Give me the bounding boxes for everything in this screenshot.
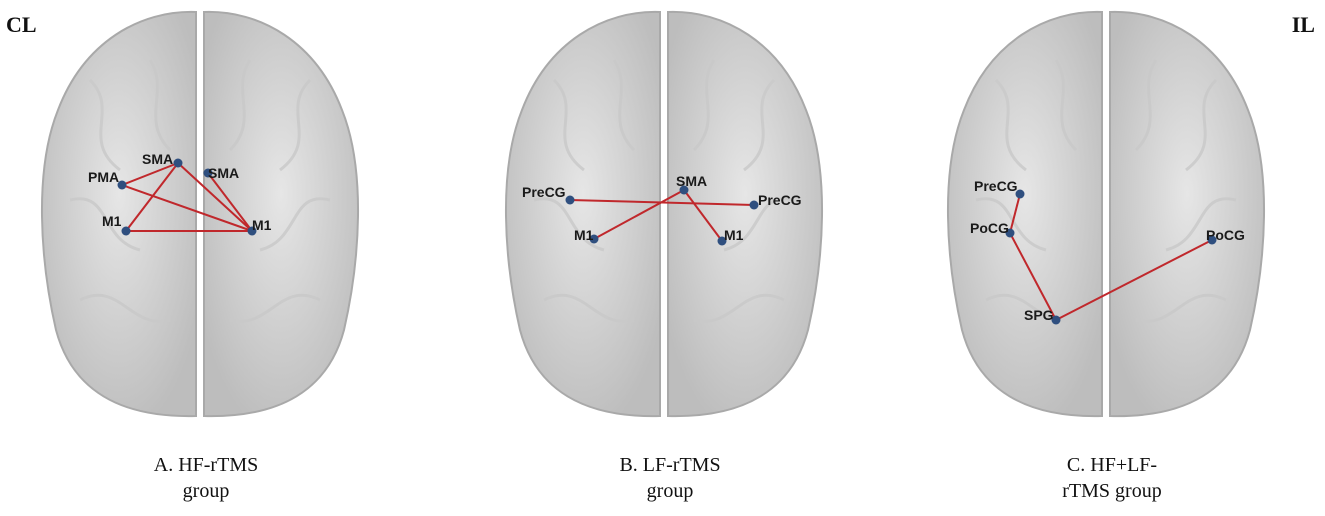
label-precg: PreCG (974, 178, 1018, 194)
label-precg-left: PreCG (522, 184, 566, 200)
node-sma (679, 185, 689, 195)
panel-c: PreCG PoCG PoCG SPG C. HF+LF- rTMS group (906, 0, 1325, 516)
node-m1-left (589, 234, 599, 244)
label-sma: SMA (676, 173, 707, 189)
label-m1-right: M1 (724, 227, 744, 243)
node-sma-right (203, 168, 213, 178)
node-precg-left (565, 195, 575, 205)
edges-a (121, 162, 253, 232)
caption-c-line1: C. HF+LF- (1066, 454, 1158, 476)
caption-c: C. HF+LF- rTMS group (992, 452, 1232, 504)
brain-right-hemisphere (667, 10, 823, 418)
label-spg: SPG (1024, 307, 1054, 323)
node-m1-right (717, 236, 727, 246)
caption-a-line2: group (182, 480, 230, 502)
edges-b (569, 189, 755, 242)
node-pocg-left (1005, 228, 1015, 238)
brain-left-hemisphere (41, 10, 197, 418)
label-precg-right: PreCG (758, 192, 802, 208)
label-pocg-right: PoCG (1206, 227, 1245, 243)
node-sma-left (173, 158, 183, 168)
brain-diagram-a: SMA SMA PMA M1 M1 (41, 10, 359, 418)
node-spg (1051, 315, 1061, 325)
panel-a: SMA SMA PMA M1 M1 A. HF-rTMS group (0, 0, 420, 516)
brain-left-hemisphere (947, 10, 1103, 418)
label-m1-left: M1 (102, 213, 122, 229)
label-m1-right: M1 (252, 217, 272, 233)
panel-b: SMA PreCG PreCG M1 M1 B. LF-rTMS group (464, 0, 884, 516)
brain-diagram-b: SMA PreCG PreCG M1 M1 (505, 10, 823, 418)
label-pma: PMA (88, 169, 119, 185)
node-precg-right (749, 200, 759, 210)
node-m1-left (121, 226, 131, 236)
node-pocg-right (1207, 235, 1217, 245)
label-pocg-left: PoCG (970, 220, 1009, 236)
brain-right-hemisphere (1109, 10, 1265, 418)
orientation-label-left: CL (6, 12, 37, 37)
brain-diagram-c: PreCG PoCG PoCG SPG (947, 10, 1265, 418)
node-precg (1015, 189, 1025, 199)
caption-b-line2: group (646, 480, 694, 502)
caption-b-line1: B. LF-rTMS (619, 454, 721, 476)
brain-left-hemisphere (505, 10, 661, 418)
node-pma (117, 180, 127, 190)
label-m1-left: M1 (574, 227, 594, 243)
node-m1-right (247, 226, 257, 236)
caption-b: B. LF-rTMS group (550, 452, 790, 504)
brain-right-hemisphere (203, 10, 359, 418)
edges-c (1009, 193, 1213, 321)
caption-a-line1: A. HF-rTMS (153, 454, 259, 476)
label-sma-left: SMA (142, 151, 173, 167)
label-sma-right: SMA (208, 165, 239, 181)
caption-c-line2: rTMS group (1062, 480, 1162, 502)
orientation-label-right: IL (1291, 12, 1315, 37)
caption-a: A. HF-rTMS group (86, 452, 326, 504)
